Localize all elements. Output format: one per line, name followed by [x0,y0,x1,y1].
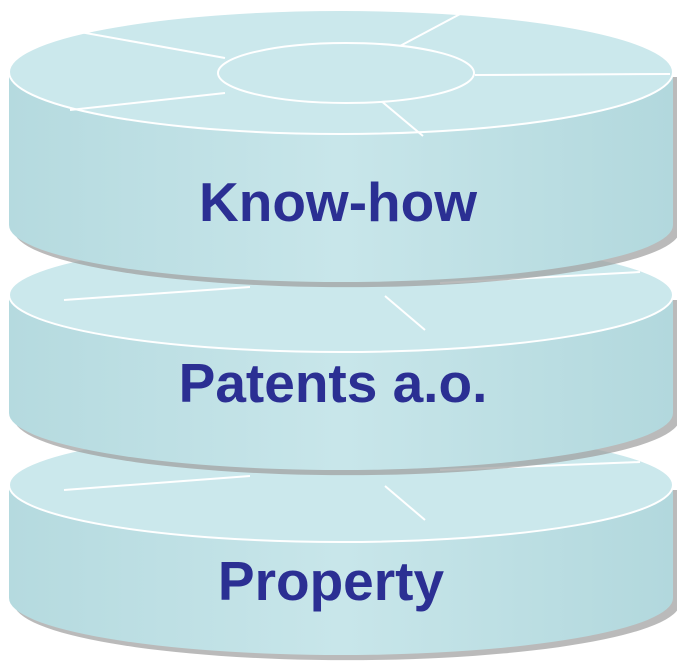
disk-top: Know-how [8,9,677,288]
disk-middle-label: Patents a.o. [179,352,488,414]
disk-top-face-lines [69,12,671,137]
disk-top-hub [217,42,475,104]
disk-bottom-label: Property [218,550,445,612]
disk-top-label: Know-how [199,171,477,233]
